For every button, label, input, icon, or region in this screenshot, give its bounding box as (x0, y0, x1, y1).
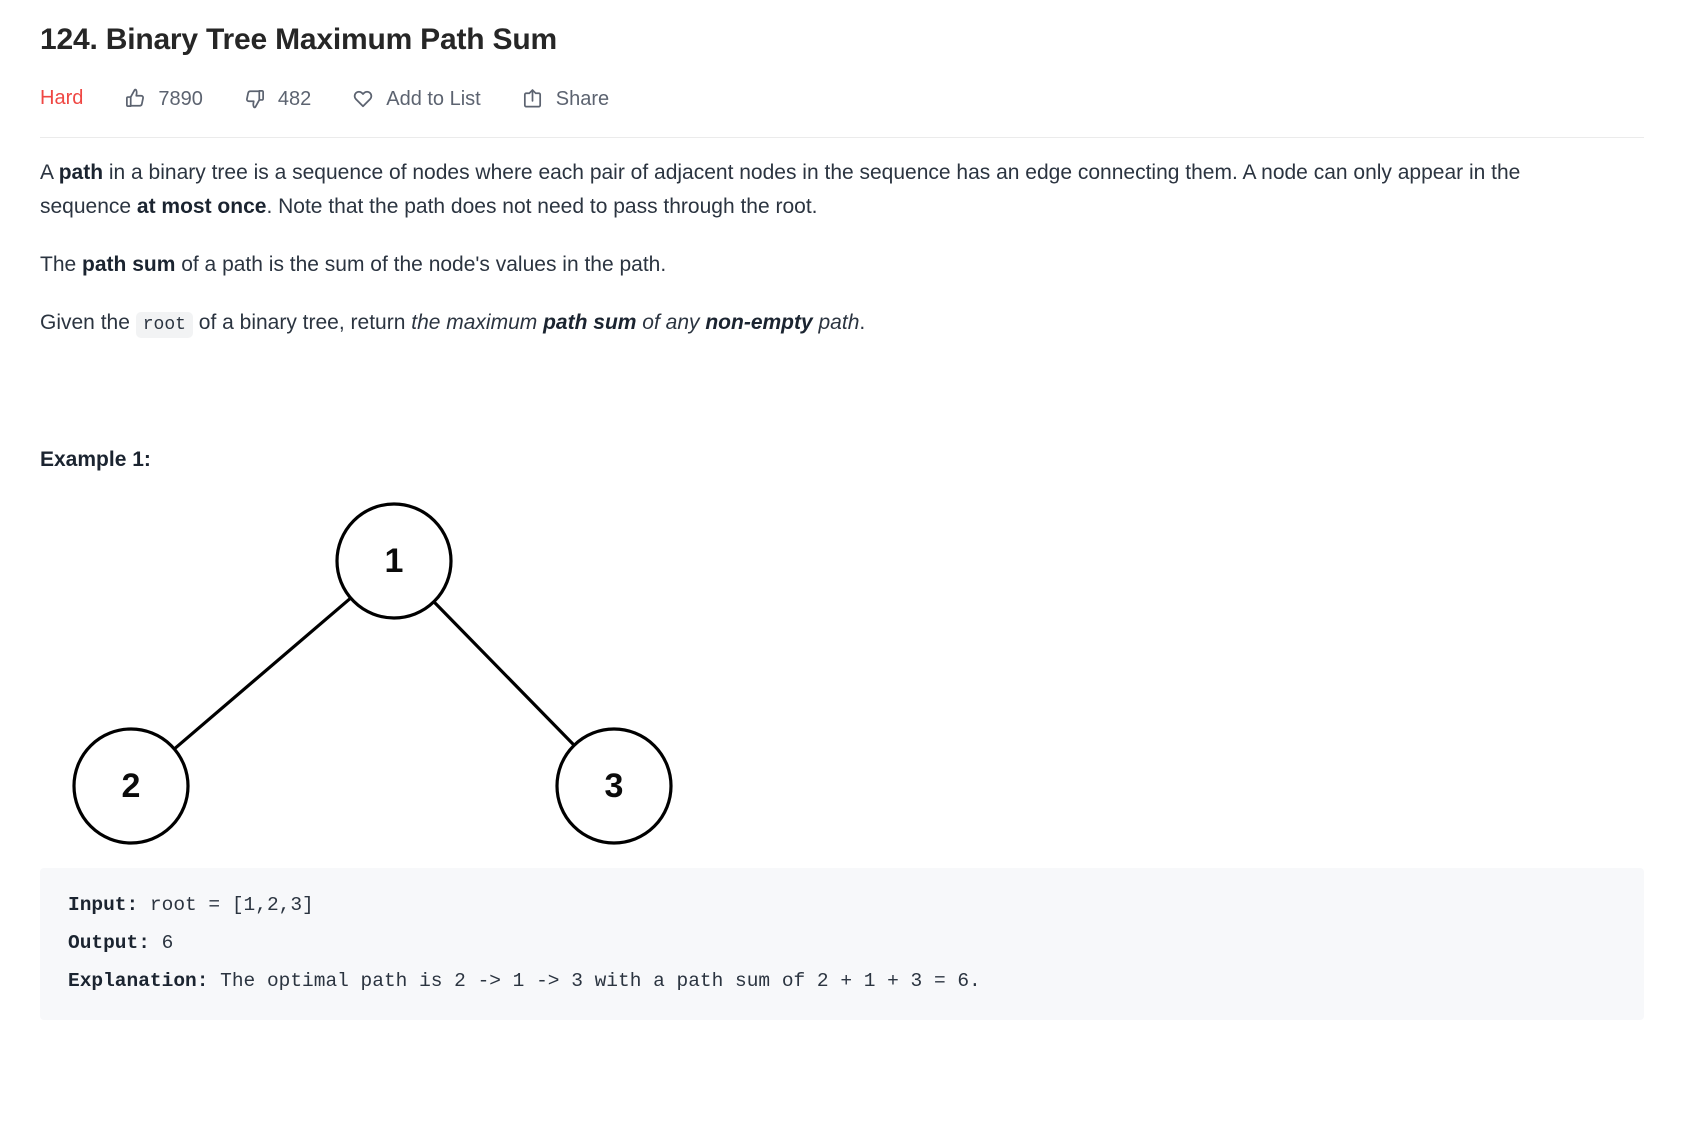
heart-icon (351, 86, 375, 110)
tree-node-right: 3 (555, 727, 673, 845)
p3-italic-1: the maximum (411, 311, 544, 335)
binary-tree-figure: 1 2 3 (34, 486, 1644, 866)
p3-italic-3: path (812, 311, 860, 335)
p2-text-1: The (40, 253, 83, 277)
tree-node-root-label: 1 (385, 542, 404, 580)
share-icon (521, 86, 545, 110)
share-label: Share (555, 88, 610, 110)
inline-code-root: root (135, 312, 193, 339)
p3-text-2: of a binary tree, return (192, 311, 412, 335)
tree-edge-root-right (432, 600, 576, 747)
input-value: root = [1,2,3] (138, 894, 314, 917)
p3-text-3: . (859, 311, 866, 335)
tree-node-left-circle (72, 727, 190, 845)
p1-bold-path: path (58, 161, 104, 184)
dislike-button[interactable]: 482 (243, 86, 311, 110)
thumbs-up-icon (123, 86, 147, 110)
problem-meta-row: Hard 7890 482 (40, 81, 1644, 115)
example-1-label: Example 1: (40, 448, 151, 472)
tree-node-right-circle (555, 727, 673, 845)
add-to-list-button[interactable]: Add to List (351, 86, 481, 110)
like-button[interactable]: 7890 (123, 86, 203, 110)
explanation-key: Explanation: (68, 970, 209, 993)
p1-text-2: in a binary tree is a sequence of nodes … (40, 161, 1521, 219)
p3-text-1: Given the (40, 311, 136, 335)
p2-bold-path-sum: path sum (82, 253, 176, 277)
thumbs-down-icon (243, 86, 267, 110)
p1-text-3: . Note that the path does not need to pa… (266, 195, 818, 219)
tree-node-root: 1 (335, 502, 453, 620)
tree-node-root-circle (335, 502, 453, 620)
tree-edge-root-left (173, 597, 352, 751)
example-1-code-block: Input: root = [1,2,3] Output: 6 Explanat… (40, 868, 1644, 1021)
description-paragraph-3: Given the root of a binary tree, return … (40, 306, 1610, 340)
tree-node-left-label: 2 (122, 767, 141, 805)
p2-text-2: of a path is the sum of the node's value… (175, 253, 667, 277)
description-content: A path in a binary tree is a sequence of… (40, 138, 1644, 1021)
p3-bold-italic-non-empty: non-empty (705, 311, 813, 335)
share-button[interactable]: Share (521, 86, 609, 110)
p1-text-1: A (40, 161, 59, 184)
like-count: 7890 (158, 88, 203, 110)
binary-tree-svg: 1 2 3 (72, 502, 673, 845)
p1-bold-at-most-once: at most once (136, 195, 267, 219)
p3-bold-italic-path-sum: path sum (543, 311, 637, 335)
difficulty-badge: Hard (40, 86, 84, 109)
explanation-value: The optimal path is 2 -> 1 -> 3 with a p… (208, 970, 981, 993)
p3-italic-2: of any (636, 311, 706, 335)
header-divider (40, 137, 1644, 138)
output-value: 6 (149, 932, 174, 955)
add-to-list-label: Add to List (386, 88, 481, 110)
dislike-count: 482 (277, 88, 312, 110)
page-title: 124. Binary Tree Maximum Path Sum (40, 23, 557, 56)
description-paragraph-1: A path in a binary tree is a sequence of… (40, 156, 1610, 224)
description-paragraph-2: The path sum of a path is the sum of the… (40, 248, 1610, 282)
input-key: Input: (68, 894, 139, 917)
tree-node-right-label: 3 (605, 767, 624, 805)
tree-node-left: 2 (72, 727, 190, 845)
output-key: Output: (68, 932, 150, 955)
